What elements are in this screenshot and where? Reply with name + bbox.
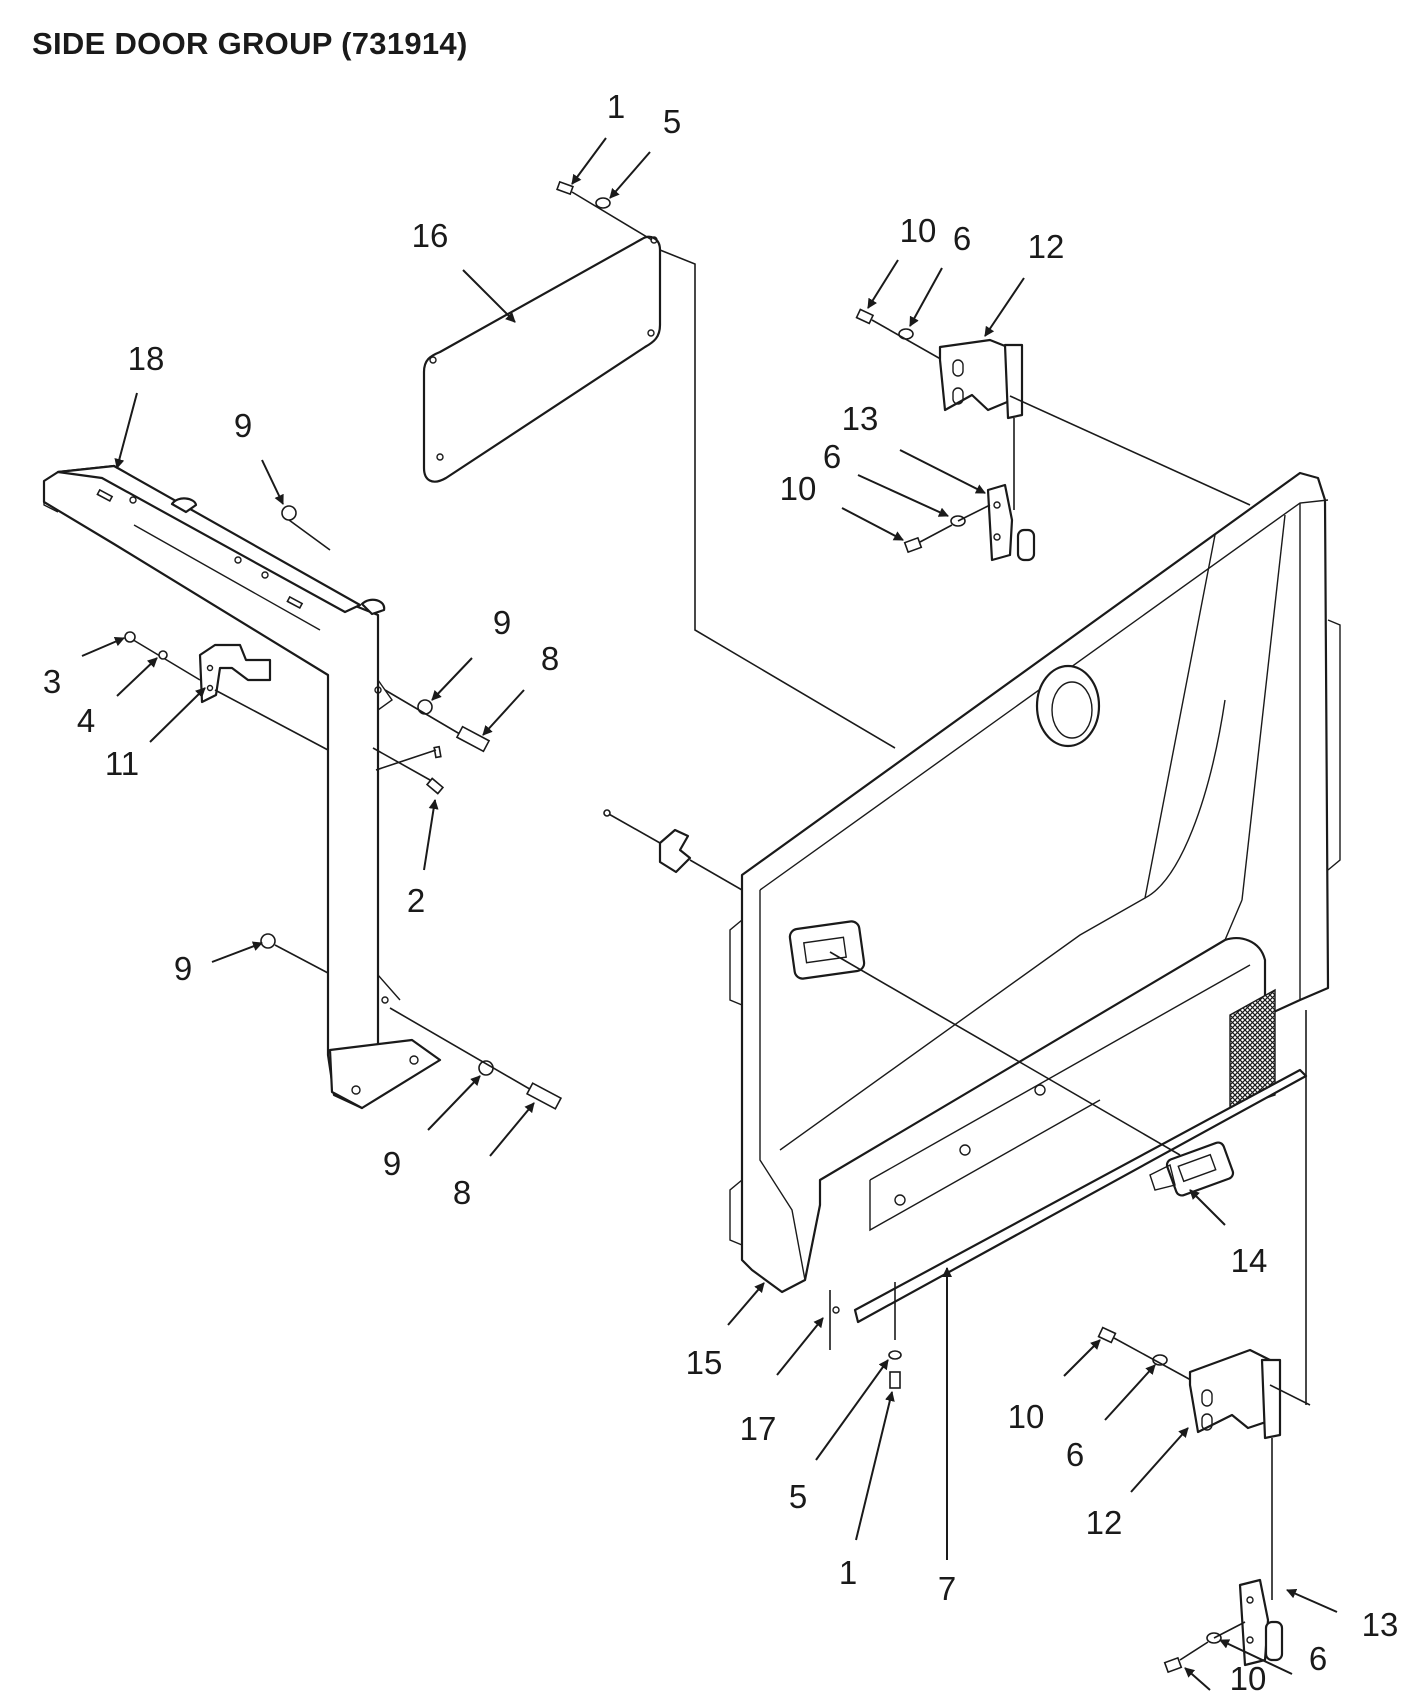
callout-9-left: 9 bbox=[174, 950, 192, 987]
callout-18: 18 bbox=[128, 340, 165, 377]
callout-4: 4 bbox=[77, 702, 95, 739]
callout-2: 2 bbox=[407, 882, 425, 919]
callout-15: 15 bbox=[686, 1344, 723, 1381]
door-clip bbox=[603, 809, 743, 891]
callout-6-bottom: 6 bbox=[1309, 1640, 1327, 1677]
callout-12-upper: 12 bbox=[1028, 228, 1065, 265]
screw-and-washer-top bbox=[556, 180, 896, 749]
callout-10-lower: 10 bbox=[1008, 1398, 1045, 1435]
callout-13-lower: 13 bbox=[1362, 1606, 1399, 1643]
callout-5-top: 5 bbox=[663, 103, 681, 140]
callout-16: 16 bbox=[412, 217, 449, 254]
callout-6-lower: 6 bbox=[1066, 1436, 1084, 1473]
callout-3: 3 bbox=[43, 663, 61, 700]
callout-13-upper: 13 bbox=[842, 400, 879, 437]
callout-1-bottom: 1 bbox=[839, 1554, 857, 1591]
callout-8-upper: 8 bbox=[541, 640, 559, 677]
callout-11: 11 bbox=[105, 745, 139, 782]
lower-hinge bbox=[1097, 1010, 1311, 1674]
callout-10-mid: 10 bbox=[780, 470, 817, 507]
callout-10-bottom: 10 bbox=[1230, 1660, 1267, 1697]
callout-17: 17 bbox=[740, 1410, 777, 1447]
callout-6-upper: 6 bbox=[953, 220, 971, 257]
callout-labels: 1 5 16 10 6 12 18 9 13 6 10 9 8 3 4 11 2… bbox=[43, 88, 1399, 1697]
small-bracket bbox=[124, 631, 329, 751]
page-title: SIDE DOOR GROUP (731914) bbox=[32, 26, 468, 61]
callout-12-lower: 12 bbox=[1086, 1504, 1123, 1541]
callout-8-lower: 8 bbox=[453, 1174, 471, 1211]
callout-9-right: 9 bbox=[493, 604, 511, 641]
door-latch bbox=[829, 951, 1235, 1197]
callout-7: 7 bbox=[938, 1570, 956, 1607]
mounting-bracket bbox=[42, 464, 442, 1110]
callout-9-bottom: 9 bbox=[383, 1145, 401, 1182]
door-panel bbox=[729, 471, 1341, 1294]
callout-14: 14 bbox=[1231, 1242, 1268, 1279]
callout-10-upper: 10 bbox=[900, 212, 937, 249]
bracket-hardware bbox=[260, 505, 563, 1110]
upper-hinge bbox=[855, 308, 1251, 562]
leader-arrows bbox=[81, 137, 1338, 1691]
screw-and-washer-bottom bbox=[888, 1282, 902, 1389]
callout-6-mid: 6 bbox=[823, 438, 841, 475]
callout-5-bottom: 5 bbox=[789, 1478, 807, 1515]
callout-9-top: 9 bbox=[234, 407, 252, 444]
cover-plate bbox=[422, 235, 662, 483]
bracket-screw bbox=[372, 747, 445, 795]
callout-1-top: 1 bbox=[607, 88, 625, 125]
